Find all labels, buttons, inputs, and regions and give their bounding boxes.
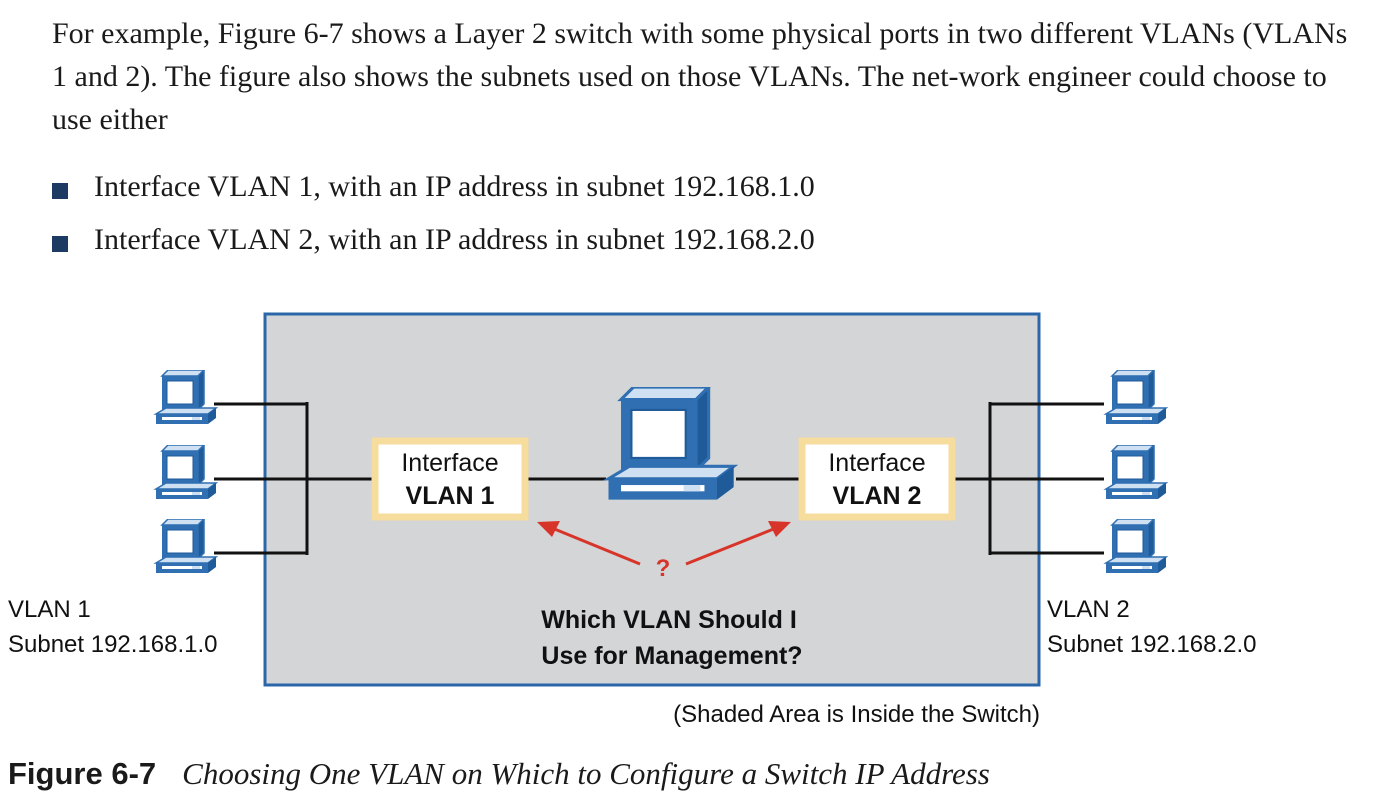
- iface1-line1: Interface: [401, 449, 498, 477]
- caption-text: Choosing One VLAN on Which to Configure …: [182, 756, 990, 791]
- figure-caption: Figure 6-7 Choosing One VLAN on Which to …: [8, 756, 990, 792]
- question-line2: Use for Management?: [541, 642, 802, 670]
- left-wiring: [214, 402, 375, 555]
- right-vlan-label: VLAN 2: [1047, 596, 1130, 623]
- left-vlan-label: VLAN 1: [8, 596, 91, 623]
- body-paragraph: For example, Figure 6-7 shows a Layer 2 …: [52, 17, 1348, 136]
- bullet-text: Interface VLAN 1, with an IP address in …: [94, 170, 815, 203]
- caption-label: Figure 6-7: [8, 756, 157, 791]
- question-line1: Which VLAN Should I: [541, 606, 797, 634]
- desktop-computer-icon: [155, 445, 217, 500]
- iface2-line2: VLAN 2: [833, 482, 922, 510]
- interface-vlan1-box: [371, 437, 529, 521]
- desktop-computer-icon: [1105, 519, 1167, 574]
- question-arrows: [537, 521, 791, 566]
- iface2-line1: Interface: [828, 449, 925, 477]
- right-wiring: [954, 402, 1104, 555]
- right-subnet-label: Subnet 192.168.2.0: [1047, 631, 1257, 658]
- bullet-square-icon: [52, 183, 68, 199]
- bullet-square-icon: [52, 236, 68, 252]
- desktop-computer-icon: [1105, 445, 1167, 500]
- desktop-computer-icon: [1105, 370, 1167, 425]
- iface1-line2: VLAN 1: [406, 482, 495, 510]
- desktop-computer-icon: [155, 519, 217, 574]
- shaded-area-note: (Shaded Area is Inside the Switch): [673, 701, 1040, 728]
- question-mark: ?: [656, 555, 671, 582]
- desktop-computer-icon: [155, 370, 217, 425]
- bullet-text: Interface VLAN 2, with an IP address in …: [94, 223, 815, 256]
- interface-vlan2-box: [798, 437, 956, 521]
- left-subnet-label: Subnet 192.168.1.0: [8, 631, 218, 658]
